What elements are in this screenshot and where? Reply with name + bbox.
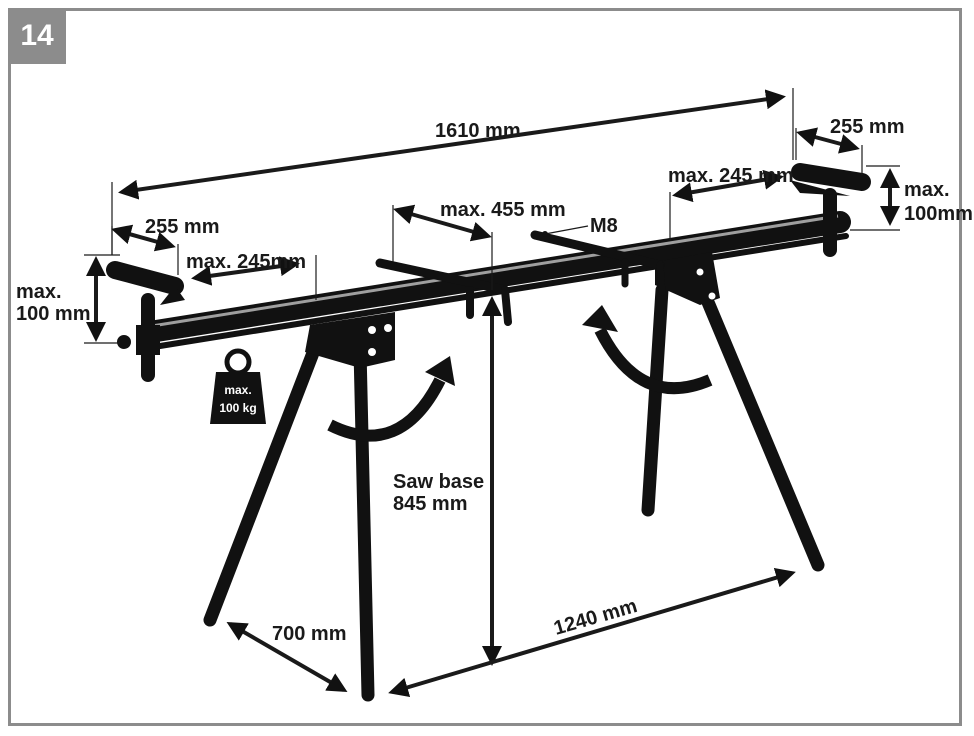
leg-bracket-left	[305, 312, 395, 368]
figure-frame	[8, 8, 962, 726]
leg-depth-label: 700 mm	[272, 623, 347, 645]
center-bracket-label: max. 455 mm	[440, 199, 566, 221]
dimension-saw-base: Saw base 845 mm	[393, 296, 502, 666]
weight-label-line2: 100 kg	[219, 401, 256, 415]
leg-front-left	[203, 333, 325, 627]
saw-base-label-line2: 845 mm	[393, 493, 468, 515]
left-height-label-line2: 100 mm	[16, 303, 91, 325]
dimension-leg-width: 1240 mm	[388, 567, 796, 698]
bolt-callout: M8	[542, 215, 618, 237]
mounting-bracket-left	[375, 258, 512, 326]
total-length-label: 1610 mm	[435, 120, 521, 142]
dimension-leg-depth: 700 mm	[226, 621, 348, 693]
fold-arrow-right-icon	[582, 305, 713, 395]
left-extension-label: max. 245mm	[186, 251, 306, 273]
weight-label-line1: max.	[224, 383, 251, 397]
bolt-label: M8	[590, 215, 618, 237]
dimension-total-length: 1610 mm	[111, 88, 794, 255]
support-roller-left	[106, 261, 185, 382]
dimension-left-support-width: 255 mm	[111, 216, 220, 275]
mounting-bracket-right	[530, 230, 666, 296]
right-height-label-line1: max.	[904, 179, 950, 201]
dimension-left-extension: max. 245mm	[186, 251, 317, 300]
right-extension-label: max. 245 mm	[668, 165, 794, 187]
left-height-label-line1: max.	[16, 281, 62, 303]
dimension-center-bracket: max. 455 mm	[392, 199, 566, 290]
leg-back-left	[641, 283, 669, 517]
right-support-width-label: 255 mm	[830, 116, 905, 138]
leg-front-right	[353, 343, 375, 702]
support-roller-right	[790, 163, 871, 257]
main-beam	[139, 211, 851, 349]
right-height-label-line2: 100mm	[904, 203, 973, 225]
fold-arrow-left-icon	[327, 356, 455, 442]
dimension-right-height: max. 100mm	[850, 165, 973, 231]
dimension-right-extension: max. 245 mm	[668, 165, 794, 240]
figure-number-badge: 14	[8, 8, 66, 64]
weight-icon: max. 100 kg	[210, 348, 266, 424]
dimension-right-support-width: 255 mm	[795, 116, 905, 175]
legs	[203, 283, 825, 702]
leg-back-right	[698, 288, 825, 572]
left-support-width-label: 255 mm	[145, 216, 220, 238]
saw-base-label-line1: Saw base	[393, 471, 484, 493]
leg-bracket-right	[655, 252, 720, 305]
dimension-left-height: max. 100 mm	[16, 254, 120, 344]
